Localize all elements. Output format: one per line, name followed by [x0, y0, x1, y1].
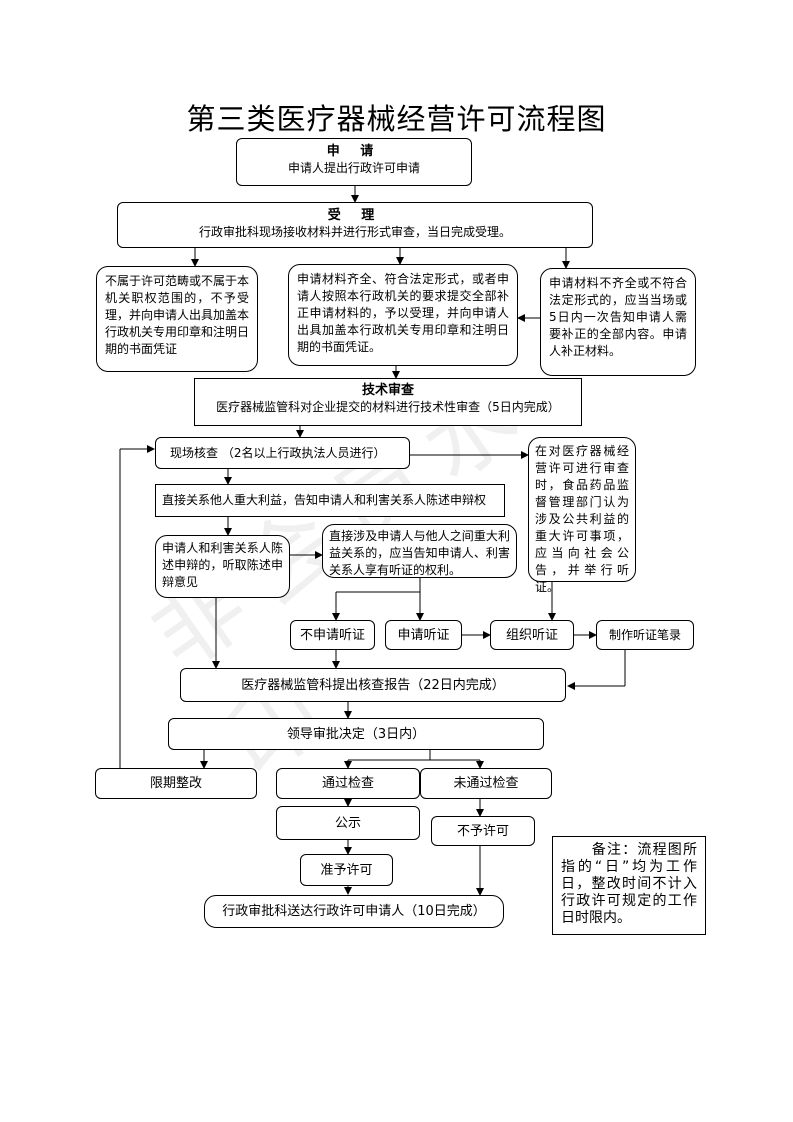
tech-heading: 技术审查: [361, 383, 414, 398]
node-publicize: 公示: [276, 806, 420, 840]
node-rectify: 限期整改: [95, 768, 257, 799]
node-deny: 不予许可: [431, 816, 535, 846]
node-reject: 不属于许可范畴或不属于本机关职权范围的，不予受理，并向申请人出具加盖本行政机关专…: [96, 266, 258, 372]
remark-note: 备注：流程图所指的“日”均为工作日，整改时间不计入行政许可规定的工作日时限内。: [552, 836, 706, 935]
node-request-hearing: 申请听证: [385, 620, 462, 650]
node-complete: 申请材料齐全、符合法定形式，或者申请人按照本行政机关的要求提交全部补正申请材料的…: [288, 264, 518, 366]
node-hearing-record: 制作听证笔录: [596, 620, 694, 650]
node-report: 医疗器械监管科提出核查报告（22日内完成）: [180, 668, 566, 702]
node-organize-hearing: 组织听证: [490, 620, 574, 650]
node-grant: 准予许可: [300, 854, 393, 886]
node-incomplete: 申请材料不齐全或不符合法定形式的，应当当场或5日内一次告知申请人需要补正的全部内…: [540, 268, 696, 376]
node-deliver: 行政审批科送达行政许可申请人（10日完成）: [204, 895, 504, 928]
apply-heading: 申 请: [326, 144, 382, 159]
node-hearing-right: 直接涉及申请人与他人之间重大利益关系的，应当告知申请人、利害关系人享有听证的权利…: [322, 524, 517, 578]
node-pass: 通过检查: [276, 768, 420, 799]
node-public-interest: 在对医疗器械经营许可进行审查时，食品药品监督管理部门认为涉及公共利益的重大许可事…: [528, 437, 636, 594]
apply-text: 申请人提出行政许可申请: [287, 161, 420, 175]
accept-heading: 受 理: [327, 208, 383, 223]
page-title: 第三类医疗器械经营许可流程图: [186, 102, 607, 136]
tech-text: 医疗器械监管科对企业提交的材料进行技术性审查（5日内完成）: [216, 400, 560, 414]
node-defense: 申请人和利害关系人陈述申辩的，听取陈述申辩意见: [155, 535, 290, 598]
node-notify: 直接关系他人重大利益，告知申请人和利害关系人陈述申辩权: [155, 484, 505, 517]
node-inspect: 现场核查 （2名以上行政执法人员进行）: [155, 437, 410, 469]
node-fail: 未通过检查: [420, 768, 552, 799]
accept-text: 行政审批科现场接收材料并进行形式审查，当日完成受理。: [198, 225, 511, 239]
node-tech-review: 技术审查 医疗器械监管科对企业提交的材料进行技术性审查（5日内完成）: [194, 378, 582, 426]
node-no-hearing: 不申请听证: [290, 620, 375, 650]
node-apply: 申 请 申请人提出行政许可申请: [236, 138, 472, 186]
node-decision: 领导审批决定（3日内）: [168, 718, 544, 750]
node-accept: 受 理 行政审批科现场接收材料并进行形式审查，当日完成受理。: [117, 202, 593, 248]
